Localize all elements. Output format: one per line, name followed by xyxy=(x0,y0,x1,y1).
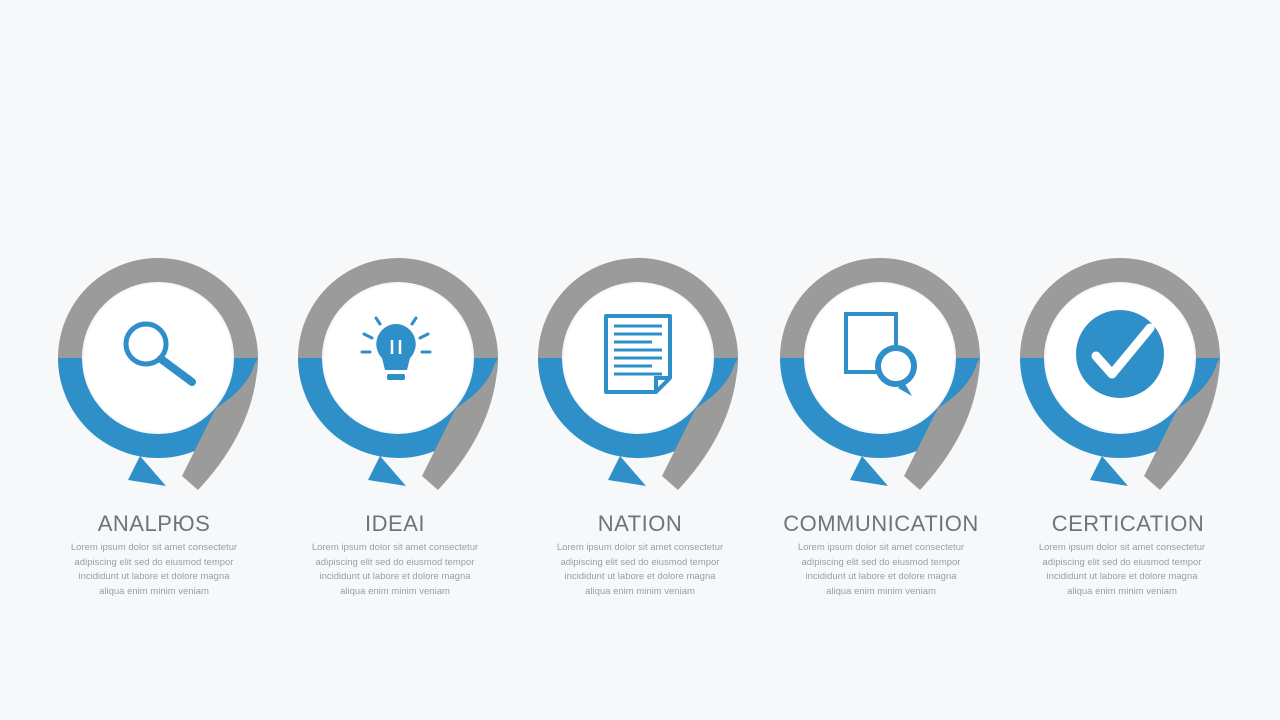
step-4-description: Lorem ipsum dolor sit amet consectetur a… xyxy=(771,541,991,599)
step-1-description: Lorem ipsum dolor sit amet consectetur a… xyxy=(44,541,264,599)
magnifier-icon xyxy=(123,321,196,386)
checkmark-badge-icon xyxy=(1076,310,1164,398)
step-1-line-3: incididunt ut labore et dolore magna xyxy=(78,571,230,582)
step-2-line-4: aliqua enim minim veniam xyxy=(340,585,450,597)
step-3-line-4: aliqua enim minim veniam xyxy=(585,585,695,597)
step-3-description: Lorem ipsum dolor sit amet consectetur a… xyxy=(530,541,750,599)
step-1-ring xyxy=(58,258,258,490)
chat-search-icon xyxy=(844,312,917,396)
step-5-line-4: aliqua enim minim veniam xyxy=(1067,585,1177,597)
step-1-line-4: aliqua enim minim veniam xyxy=(99,585,209,597)
step-4-line-2: adipiscing elit sed do eiusmod tempor xyxy=(801,556,961,568)
step-5-description: Lorem ipsum dolor sit amet consectetur a… xyxy=(1012,541,1232,599)
step-4-line-4: aliqua enim minim veniam xyxy=(826,585,936,597)
lightbulb-icon xyxy=(360,316,432,380)
step-5-line-3: incididunt ut labore et dolore magna xyxy=(1046,571,1198,582)
step-4-line-3: incididunt ut labore et dolore magna xyxy=(805,571,957,582)
step-5-line-2: adipiscing elit sed do eiusmod tempor xyxy=(1042,556,1202,568)
step-2-title: IDEAI xyxy=(365,511,425,536)
step-3-line-1: Lorem ipsum dolor sit amet consectetur xyxy=(556,542,724,553)
step-2-line-1: Lorem ipsum dolor sit amet consectetur xyxy=(311,542,479,553)
step-2-line-2: adipiscing elit sed do eiusmod tempor xyxy=(315,556,475,568)
step-3-line-3: incididunt ut labore et dolore magna xyxy=(564,571,716,582)
step-1-line-2: adipiscing elit sed do eiusmod tempor xyxy=(74,556,234,568)
step-4-line-1: Lorem ipsum dolor sit amet consectetur xyxy=(797,542,965,553)
step-1-title: ANALPЮS xyxy=(97,511,211,536)
step-3-title: NATION xyxy=(597,511,683,536)
step-4-title: COMMUNICATION xyxy=(783,511,979,536)
document-icon xyxy=(604,314,672,394)
step-2-description: Lorem ipsum dolor sit amet consectetur a… xyxy=(285,541,505,599)
step-5-line-1: Lorem ipsum dolor sit amet consectetur xyxy=(1038,542,1206,553)
step-3-line-2: adipiscing elit sed do eiusmod tempor xyxy=(560,556,720,568)
step-5-title: CERTICATION xyxy=(1051,511,1205,536)
step-1-line-1: Lorem ipsum dolor sit amet consectetur xyxy=(70,542,238,553)
step-2-line-3: incididunt ut labore et dolore magna xyxy=(319,571,471,582)
